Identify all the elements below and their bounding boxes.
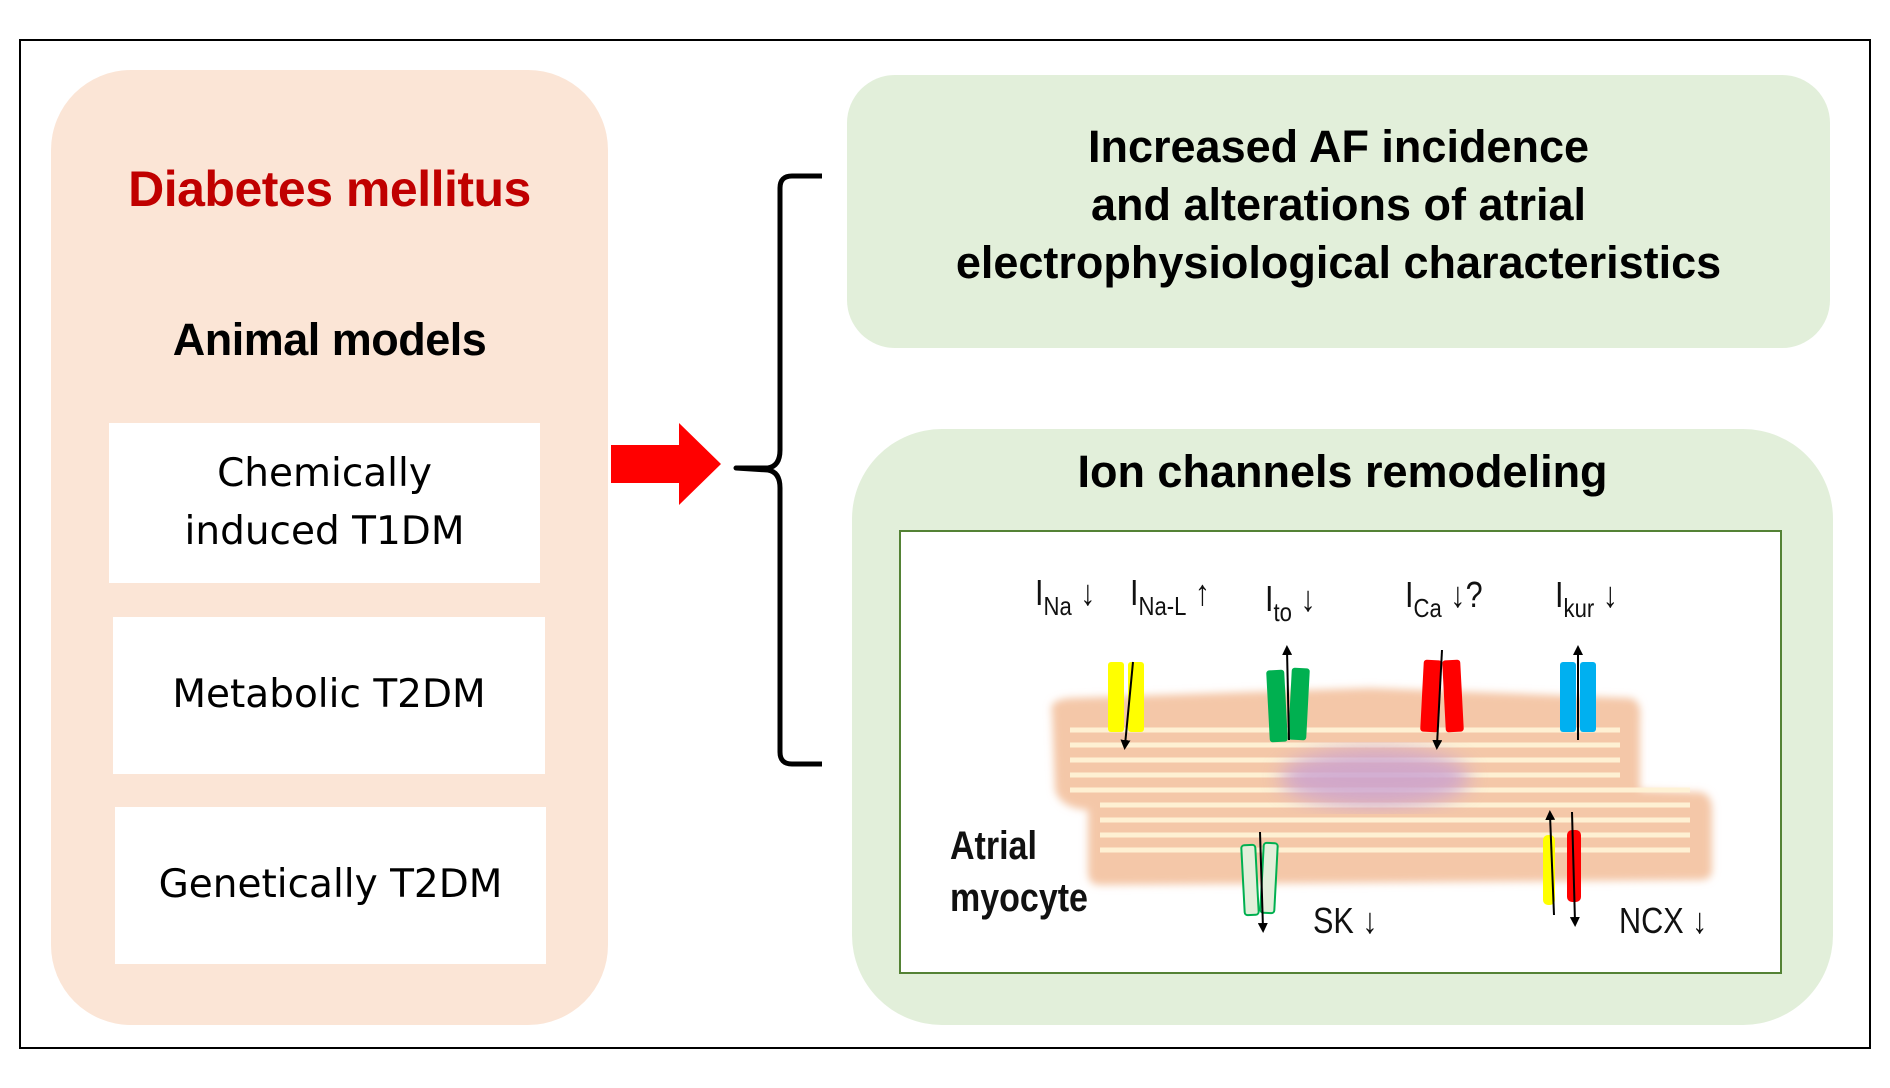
- change-indicator: ↓: [1602, 574, 1619, 615]
- model-box-chemical-t1dm: Chemically induced T1DM: [109, 423, 540, 583]
- animal-models-heading: Animal models: [172, 314, 487, 365]
- change-indicator: ↑: [1194, 572, 1211, 613]
- change-indicator: ↓?: [1450, 574, 1483, 615]
- channel-symbol: SK: [1313, 900, 1354, 941]
- channel-symbol: NCX: [1619, 900, 1684, 941]
- channel-symbol: I: [1555, 574, 1564, 615]
- channel-symbol: I: [1035, 572, 1044, 613]
- right-arrow-icon: [611, 423, 721, 505]
- ncx-label: NCX ↓: [1619, 900, 1707, 942]
- ina-l-label: INa-L ↑: [1130, 572, 1210, 622]
- channel-subscript: Na: [1043, 591, 1072, 621]
- af-outcome-line: Increased AF incidence: [1087, 121, 1590, 172]
- af-outcome-line: and alterations of atrial: [1090, 179, 1587, 230]
- ion-channel-title: Ion channels remodeling: [1077, 446, 1608, 497]
- change-indicator: ↓: [1362, 900, 1378, 941]
- curly-brace-icon: [733, 173, 822, 767]
- myocyte-label-line: myocyte: [950, 876, 1088, 920]
- ina-label: INa ↓: [1035, 572, 1096, 622]
- model-box-metabolic-t2dm: Metabolic T2DM: [113, 617, 545, 774]
- model-label-line1: Chemically: [217, 450, 432, 496]
- channel-subscript: kur: [1563, 593, 1595, 623]
- af-outcome-text: Increased AF incidence and alterations o…: [847, 118, 1830, 292]
- channel-subscript: to: [1273, 597, 1292, 627]
- model-label-line2: induced T1DM: [184, 509, 465, 554]
- change-indicator: ↓: [1692, 900, 1708, 941]
- sk-label: SK ↓: [1313, 900, 1378, 942]
- channel-symbol: I: [1265, 578, 1274, 619]
- channel-symbol: I: [1130, 572, 1139, 613]
- channel-subscript: Ca: [1413, 593, 1442, 623]
- model-label: Genetically T2DM: [158, 862, 503, 908]
- ikur-label: Ikur ↓: [1555, 574, 1618, 624]
- diabetes-title: Diabetes mellitus: [128, 161, 531, 217]
- model-box-genetic-t2dm: Genetically T2DM: [115, 807, 546, 964]
- myocyte-label-line: Atrial: [950, 824, 1037, 868]
- ito-label: Ito ↓: [1265, 578, 1316, 628]
- atrial-myocyte-label: Atrial myocyte: [950, 820, 1088, 924]
- channel-symbol: I: [1405, 574, 1414, 615]
- change-indicator: ↓: [1080, 572, 1096, 613]
- af-outcome-line: electrophysiological characteristics: [955, 237, 1722, 288]
- channel-subscript: Na-L: [1138, 591, 1187, 621]
- af-outcome-panel: [847, 75, 1830, 348]
- figure-frame: [19, 39, 1871, 1049]
- change-indicator: ↓: [1300, 578, 1316, 619]
- model-label: Metabolic T2DM: [172, 672, 486, 718]
- ica-label: ICa ↓?: [1405, 574, 1483, 624]
